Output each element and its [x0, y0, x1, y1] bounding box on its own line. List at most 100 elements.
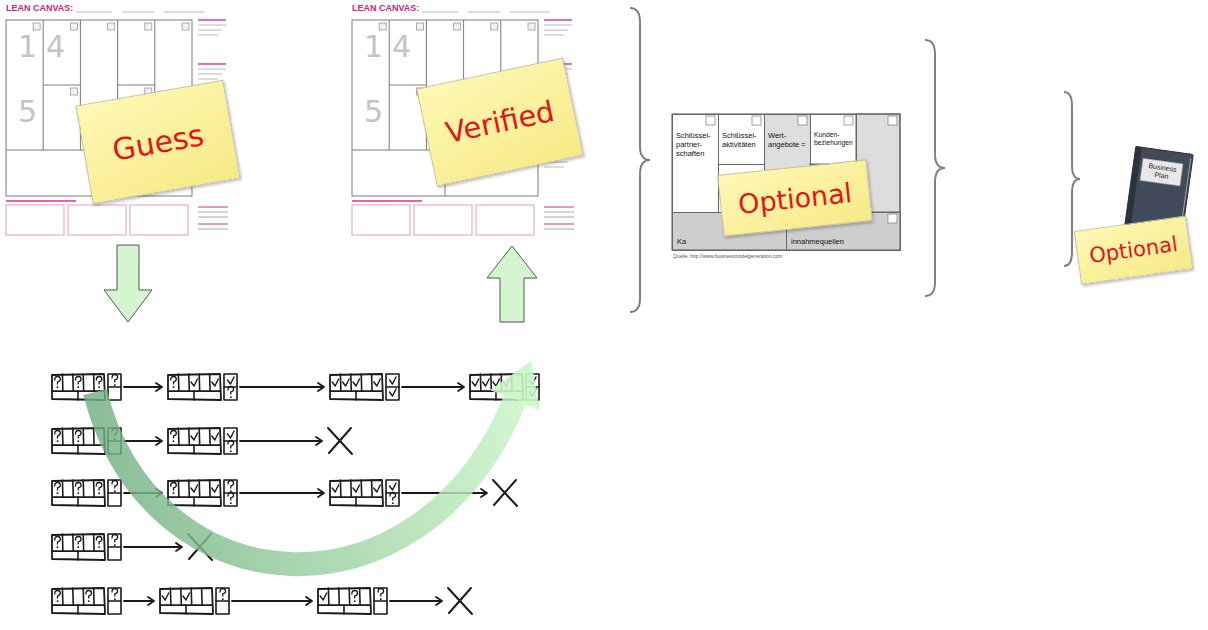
- mini-canvas-line: [82, 374, 84, 391]
- iteration-sketch: [52, 374, 539, 614]
- form-field-line: [468, 12, 500, 13]
- canvas-frame: [672, 114, 900, 250]
- mini-canvas-line: [77, 605, 79, 614]
- question-mark: [171, 377, 177, 384]
- note-text-line: [198, 30, 222, 31]
- mini-canvas-line: [340, 480, 342, 497]
- mini-canvas-line: [198, 428, 200, 445]
- mini-canvas-frame: [330, 480, 383, 506]
- check-mark: [320, 593, 327, 600]
- mini-canvas-frame: [318, 588, 371, 614]
- cell-icon: [454, 23, 461, 30]
- section-number: 5: [18, 97, 37, 127]
- mini-canvas-line: [72, 534, 74, 551]
- canvas-cell: Schlüssel- aktivitäten: [718, 114, 765, 165]
- check-mark: [228, 431, 235, 438]
- sketch-cross: [328, 428, 352, 454]
- canvas-cell: Kunden- beziehungen: [810, 114, 857, 165]
- note-text-line: [198, 25, 226, 26]
- mini-canvas-line: [480, 374, 482, 391]
- check-mark: [212, 379, 219, 386]
- sticky-label: Optional: [737, 177, 854, 220]
- question-dot: [77, 440, 79, 442]
- note-heading-line: [198, 63, 226, 64]
- check-mark: [162, 593, 169, 600]
- note-text-line: [198, 212, 228, 213]
- cell-icon: [528, 23, 535, 30]
- check-mark: [212, 485, 219, 492]
- mini-canvas-line: [490, 374, 492, 391]
- cell-heading: Schlüssel- partner- schaften: [676, 131, 716, 158]
- mini-canvas-line: [188, 374, 190, 391]
- mini-canvas-line: [108, 386, 121, 387]
- question-mark: [96, 377, 102, 384]
- sticky-label: Verified: [443, 94, 558, 150]
- question-mark: [352, 591, 358, 598]
- note-text-line: [544, 25, 572, 26]
- mini-side-box: [108, 534, 121, 560]
- mini-canvas-line: [371, 374, 373, 391]
- mini-side-box: [224, 428, 237, 454]
- mini-canvas-line: [93, 588, 95, 605]
- mini-canvas-line: [178, 428, 180, 445]
- sketch-arrow: [124, 383, 162, 391]
- canvas-cell-fill: [718, 114, 764, 164]
- cell-icon: [70, 23, 77, 30]
- question-mark: [228, 387, 234, 394]
- mini-canvas-line: [355, 391, 357, 400]
- check-mark: [183, 593, 190, 600]
- question-mark: [76, 377, 82, 384]
- section-number: 1: [18, 32, 37, 62]
- note-text-line: [544, 30, 568, 31]
- book-label: [1140, 158, 1183, 185]
- form-field-line: [422, 12, 458, 13]
- mini-canvas-line: [188, 428, 190, 445]
- mini-canvas-frame: [168, 428, 221, 454]
- mini-side-box: [224, 480, 237, 506]
- question-mark: [76, 483, 82, 490]
- mini-canvas-line: [193, 497, 195, 506]
- question-dot: [114, 384, 116, 386]
- question-dot: [77, 546, 79, 548]
- sketch-arrow: [390, 597, 442, 605]
- cell-heading: Schlüssel- aktivitäten: [722, 131, 762, 149]
- curly-brace: [630, 8, 650, 312]
- mini-canvas-line: [343, 605, 345, 614]
- note-text-line: [544, 212, 574, 213]
- bottom-box: [352, 205, 410, 235]
- cell-icon: [844, 116, 853, 125]
- section-heading-line: [352, 200, 422, 201]
- mini-canvas-line: [360, 480, 362, 497]
- mini-canvas-frame: [330, 374, 383, 400]
- form-field-line: [122, 12, 154, 13]
- mini-canvas-line: [77, 497, 79, 506]
- mini-canvas-frame: [52, 588, 105, 614]
- cell-icon: [416, 23, 423, 30]
- cell-icon: [706, 116, 715, 125]
- curved-arrow-head: [490, 361, 540, 410]
- cell-icon: [70, 88, 77, 95]
- mini-canvas-frame: [160, 588, 213, 614]
- sheet-label: Quelle: http://www.businessmodelgenerati…: [673, 254, 783, 259]
- cell-heading: innahmequellen: [791, 237, 898, 246]
- note-text-line: [544, 229, 574, 230]
- note-text-line: [544, 167, 564, 168]
- cell-icon: [182, 23, 189, 30]
- mini-canvas-line: [185, 605, 187, 614]
- question-dot: [77, 386, 79, 388]
- mini-side-box: [386, 480, 399, 506]
- question-dot: [114, 490, 116, 492]
- mini-canvas-line: [93, 534, 95, 551]
- question-dot: [57, 386, 59, 388]
- note-text-line: [544, 207, 574, 208]
- cell-icon: [798, 116, 807, 125]
- mini-canvas-frame: [168, 480, 221, 506]
- mini-canvas-line: [340, 374, 342, 391]
- cell-heading: Ka: [677, 237, 784, 246]
- mini-canvas: [160, 588, 229, 614]
- mini-canvas: [318, 588, 387, 614]
- question-dot: [98, 492, 100, 494]
- cell-heading: Kunden- beziehungen: [814, 131, 854, 147]
- check-mark: [472, 379, 479, 386]
- mini-canvas-line: [180, 588, 182, 605]
